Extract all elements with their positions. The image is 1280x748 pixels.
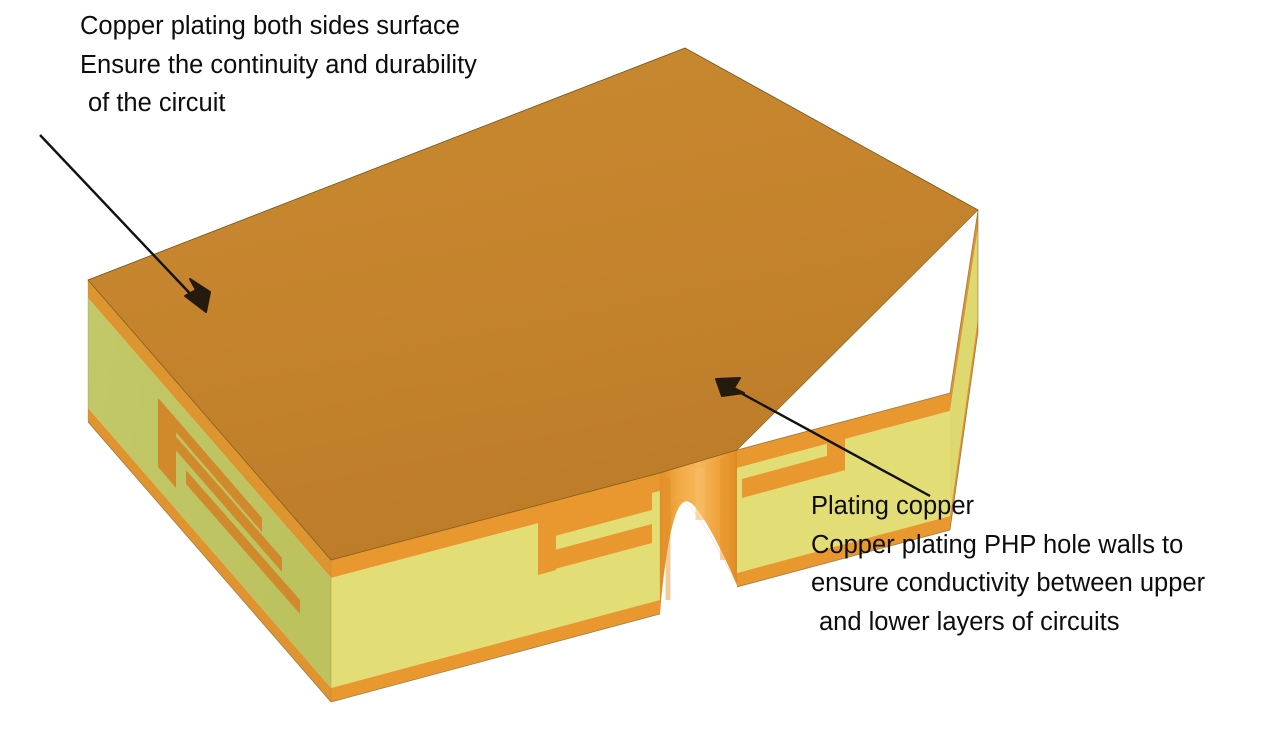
plated-half-hole — [659, 449, 738, 613]
callout-right-line-4: and lower layers of circuits — [819, 607, 1120, 636]
callout-arrow-plating-copper — [715, 377, 931, 498]
left-face-traces — [158, 398, 300, 614]
callout-top-line-3: of the circuit — [88, 89, 226, 117]
callout-right-line-2: Copper plating PHP hole walls to — [811, 530, 1184, 559]
callout-right-line-3: ensure conductivity between upper — [811, 569, 1206, 597]
callout-top-line-2: Ensure the continuity and durability — [80, 50, 477, 79]
left-side-face — [87, 280, 331, 702]
right-end-face — [950, 210, 978, 530]
board-outlines — [87, 47, 979, 703]
callout-right-line-1: Plating copper — [811, 492, 975, 520]
callout-text-right: Plating copper Copper plating PHP hole w… — [811, 492, 1206, 648]
callout-text-top-left: Copper plating both sides surface Ensure… — [80, 12, 477, 130]
callout-top-line-1: Copper plating both sides surface — [80, 12, 460, 40]
callout-arrow-top-surface — [39, 134, 211, 313]
